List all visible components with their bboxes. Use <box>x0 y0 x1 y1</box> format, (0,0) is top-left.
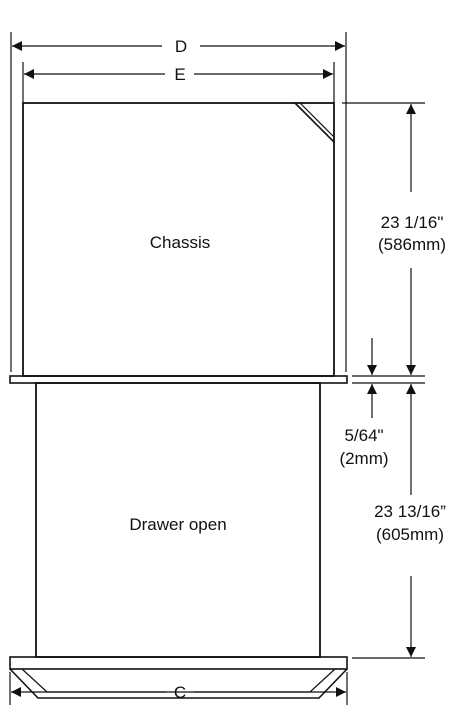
chassis-height-mm: (586mm) <box>378 235 446 254</box>
drawer-height-mm: (605mm) <box>376 525 444 544</box>
dimension-d: D <box>10 32 347 372</box>
chassis-label: Chassis <box>150 233 210 252</box>
dimension-chassis-height: 23 1/16" (586mm) <box>378 104 446 375</box>
chassis-flange <box>9 375 348 384</box>
dimension-drawer-height: 23 13/16” (605mm) <box>374 384 446 657</box>
dimension-c-label: C <box>174 683 186 702</box>
dimension-e-label: E <box>174 65 185 84</box>
dimension-d-label: D <box>175 37 187 56</box>
drawer-height-inches: 23 13/16” <box>374 502 446 521</box>
gap-mm: (2mm) <box>339 449 388 468</box>
chassis: Chassis <box>22 102 335 377</box>
drawer-front-bezel <box>9 656 348 699</box>
drawer-label: Drawer open <box>129 515 226 534</box>
chassis-corner-bevel-inner <box>299 102 335 138</box>
dimension-c: C <box>9 672 348 705</box>
chassis-height-inches: 23 1/16" <box>381 213 444 232</box>
drawer: Drawer open <box>35 382 321 658</box>
dimension-e: E <box>22 62 335 103</box>
drawer-front-top <box>9 656 348 670</box>
dimension-gap: 5/64" (2mm) <box>339 338 389 468</box>
drawer-front-trapezoid-inner <box>21 668 336 693</box>
chassis-corner-bevel <box>294 102 335 143</box>
chassis-flange-plate <box>9 375 348 384</box>
drawer-front-trapezoid-outer <box>9 668 348 699</box>
gap-inches: 5/64" <box>344 426 383 445</box>
